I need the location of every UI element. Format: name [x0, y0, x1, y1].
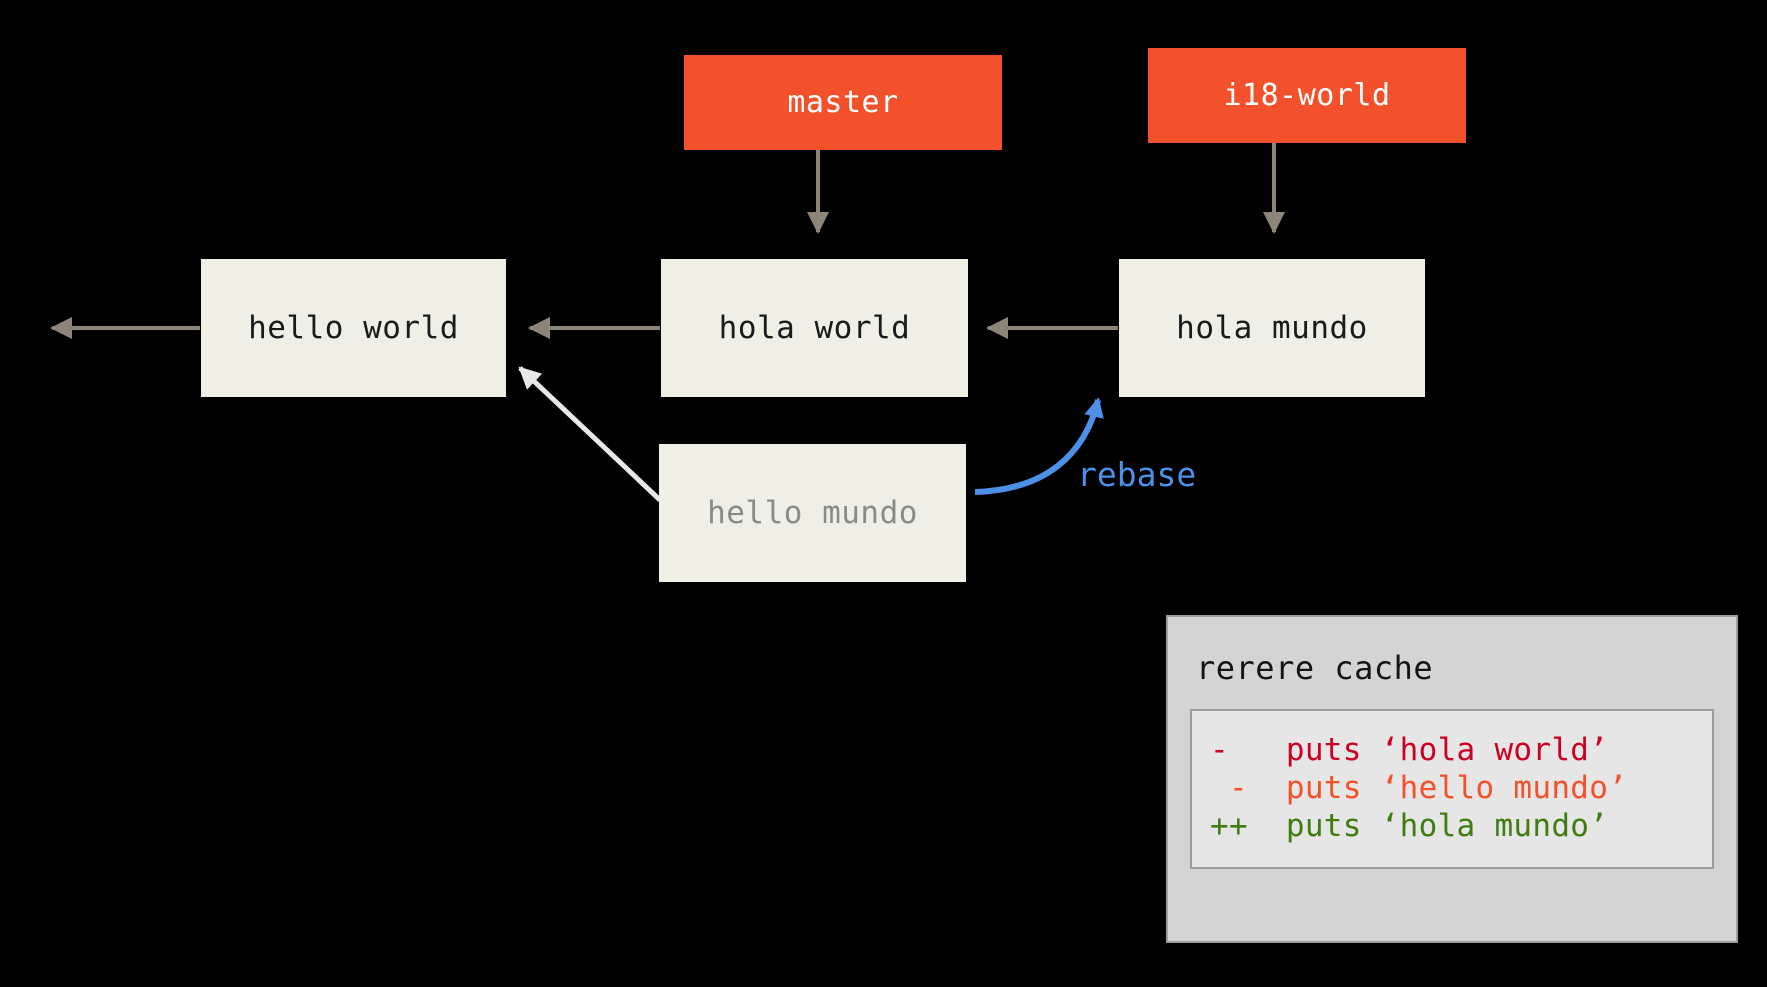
commit-hola-world[interactable]: hola world [661, 259, 968, 397]
master-branch-label-text: master [787, 85, 899, 120]
i18-world-branch-label-text: i18-world [1223, 78, 1391, 113]
rerere-code-line-3: ++ puts ‘hola mundo’ [1210, 808, 1609, 845]
rerere-code-line-2: - puts ‘hello mundo’ [1210, 770, 1628, 807]
i18-world-branch-label[interactable]: i18-world [1148, 48, 1466, 143]
rebase-annotation-label: rebase [1077, 455, 1196, 494]
rerere-cache-title: rerere cache [1196, 649, 1434, 687]
rerere-cache-code-block: - puts ‘hola world’ - puts ‘hello mundo’… [1190, 709, 1714, 870]
rebase-annotation-text: rebase [1077, 455, 1197, 494]
commit-hola-mundo-label: hola mundo [1176, 310, 1368, 346]
commit-hola-world-label: hola world [718, 310, 911, 346]
commit-hola-mundo[interactable]: hola mundo [1119, 259, 1425, 397]
master-branch-label[interactable]: master [684, 55, 1002, 150]
commit-hello-mundo[interactable]: hello mundo [659, 444, 966, 582]
rerere-cache-panel: rerere cache - puts ‘hola world’ - puts … [1166, 615, 1738, 943]
commit-hello-mundo-label: hello mundo [707, 495, 918, 531]
commit-hello-world-label: hello world [248, 310, 459, 346]
commit-hello-world[interactable]: hello world [201, 259, 506, 397]
edge-hello-mundo-to-hello-world [518, 366, 662, 502]
rerere-code-line-1: - puts ‘hola world’ [1210, 732, 1609, 768]
